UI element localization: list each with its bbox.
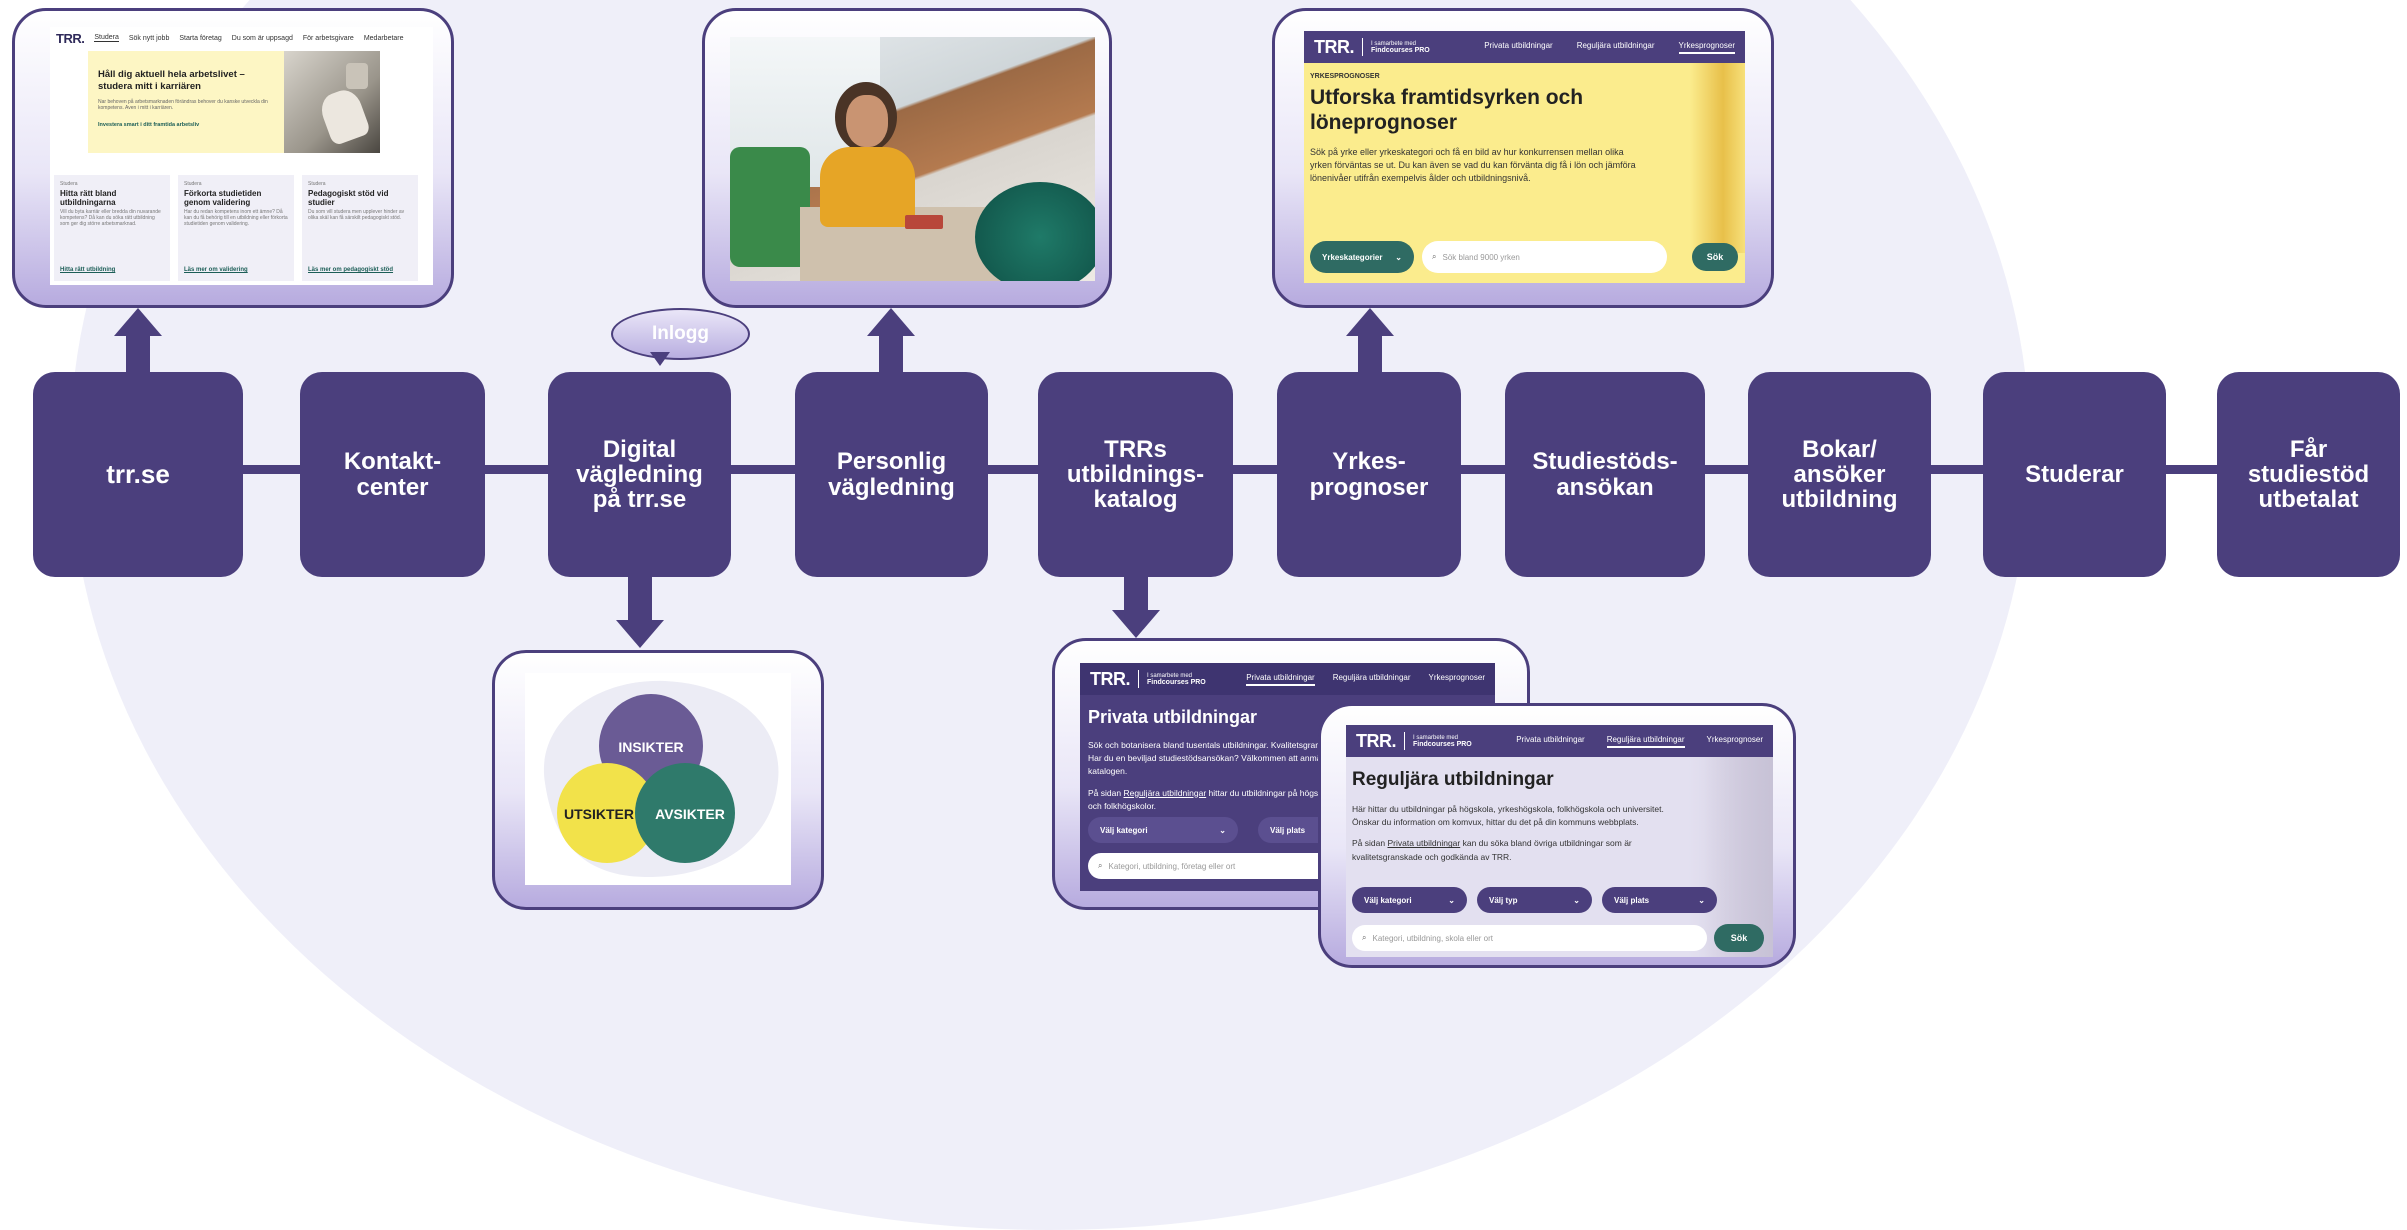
guidance-photo: [730, 37, 1095, 281]
privata-title: Privata utbildningar: [1088, 707, 1258, 727]
venn-label-top: INSIKTER: [618, 739, 683, 755]
hero-box: Håll dig aktuell hela arbetslivet – stud…: [88, 51, 284, 153]
step-studerar: Studerar: [1983, 372, 2166, 577]
arrow-down-katalog: [1112, 574, 1160, 638]
step-yrkesprognoser: Yrkes- prognoser: [1277, 372, 1461, 577]
trr-card: Studera Pedagogiskt stöd vid studier Du …: [302, 175, 418, 281]
yrke-screenshot: TRR. I samarbete med Findcourses PRO Pri…: [1304, 31, 1745, 283]
nav-item-active[interactable]: Yrkesprognoser: [1678, 41, 1735, 54]
hero-link: Investera smart i ditt framtida arbetsli…: [98, 121, 200, 128]
step-trr-se: trr.se: [33, 372, 243, 577]
reguljara-link[interactable]: Reguljära utbildningar: [1123, 787, 1207, 798]
yrke-logo: TRR.: [1314, 36, 1355, 57]
step-kontaktcenter: Kontakt- center: [300, 372, 485, 577]
trr-card: Studera Förkorta studietiden genom valid…: [178, 175, 294, 281]
trr-site-screenshot: TRR. Studera Sök nytt jobb Starta företa…: [50, 27, 433, 285]
reguljara-text: Här hittar du utbildningar på högskola, …: [1352, 804, 1664, 862]
arrow-down-digital: [616, 574, 664, 648]
step-studiestodsansokan: Studiestöds- ansökan: [1505, 372, 1705, 577]
nav-item[interactable]: Yrkesprognoser: [1706, 734, 1763, 744]
venn-label-right: AVSIKTER: [655, 806, 725, 822]
yrke-search-input[interactable]: ⌕ Sök bland 9000 yrken: [1422, 241, 1667, 273]
step-utbildningskatalog: TRRs utbildnings- katalog: [1038, 372, 1233, 577]
reguljara-search-button[interactable]: Sök: [1714, 924, 1764, 952]
privata-text: Sök och botanisera bland tusentals utbil…: [1088, 740, 1336, 811]
nav-item: Sök nytt jobb: [128, 34, 170, 42]
privata-link[interactable]: Privata utbildningar: [1387, 838, 1461, 849]
yrkeskategorier-select[interactable]: Yrkeskategorier⌄: [1310, 241, 1414, 273]
reguljara-title: Reguljära utbildningar: [1352, 769, 1554, 790]
arrow-up-trr: [114, 308, 162, 378]
card-link[interactable]: Läs mer om pedagogiskt stöd: [308, 267, 394, 273]
step-bokar-ansoker: Bokar/ ansöker utbildning: [1748, 372, 1931, 577]
frame-personlig-photo: [702, 8, 1112, 308]
hero-text: Nar behoven på arbetsmarknaden förändras…: [98, 98, 268, 112]
yrke-title: Utforska framtidsyrken och löneprognoser: [1310, 86, 1584, 135]
sparkle-decoration: [1690, 63, 1745, 253]
inlogg-bubble: Inlogg: [611, 308, 750, 360]
yrke-kicker: YRKESPROGNOSER: [1310, 73, 1380, 80]
hero-title: Håll dig aktuell hela arbetslivet – stud…: [98, 69, 245, 92]
privata-category-select[interactable]: Välj kategori⌄: [1088, 817, 1238, 843]
search-icon: ⌕: [1432, 252, 1437, 261]
search-icon: ⌕: [1098, 861, 1103, 870]
step-far-studiestod: Får studiestöd utbetalat: [2217, 372, 2400, 577]
trr-logo: TRR.: [56, 30, 85, 46]
nav-item-active[interactable]: Privata utbildningar: [1246, 673, 1315, 686]
venn-image: INSIKTER UTSIKTER AVSIKTER: [525, 673, 791, 885]
reguljara-category-select[interactable]: Välj kategori⌄: [1352, 887, 1467, 913]
frame-reguljara: TRR. I samarbete med Findcourses PRO Pri…: [1318, 703, 1796, 968]
nav-item[interactable]: Privata utbildningar: [1484, 40, 1553, 50]
nav-item: Du som är uppsagd: [231, 34, 293, 42]
trr-site-nav: TRR. Studera Sök nytt jobb Starta företa…: [50, 27, 433, 49]
background-photo-fade: [1703, 757, 1773, 957]
nav-item: Starta företag: [179, 34, 222, 42]
yrke-search-button[interactable]: Sök: [1692, 243, 1738, 271]
nav-item: För arbetsgivare: [302, 34, 354, 42]
nav-item[interactable]: Reguljära utbildningar: [1332, 672, 1411, 682]
nav-item[interactable]: Yrkesprognoser: [1428, 672, 1485, 682]
chevron-down-icon: ⌄: [1448, 895, 1455, 905]
yrke-nav: TRR. I samarbete med Findcourses PRO Pri…: [1304, 31, 1745, 63]
reguljara-search-input[interactable]: ⌕ Kategori, utbildning, skola eller ort: [1352, 925, 1707, 951]
step-digital-vagledning: Digital vägledning på trr.se: [548, 372, 731, 577]
nav-item[interactable]: Privata utbildningar: [1516, 734, 1585, 744]
venn-label-left: UTSIKTER: [564, 806, 634, 822]
yrke-text: Sök på yrke eller yrkeskategori och få e…: [1310, 147, 1636, 184]
nav-item: Studera: [94, 34, 119, 42]
hero-photo: [284, 51, 380, 153]
nav-item-active[interactable]: Reguljära utbildningar: [1606, 735, 1685, 748]
step-personlig-vagledning: Personlig vägledning: [795, 372, 988, 577]
frame-venn: INSIKTER UTSIKTER AVSIKTER: [492, 650, 824, 910]
card-link[interactable]: Läs mer om validering: [184, 267, 248, 273]
venn-diagram: INSIKTER UTSIKTER AVSIKTER: [543, 680, 779, 878]
chevron-down-icon: ⌄: [1395, 252, 1402, 262]
arrow-up-personlig: [867, 308, 915, 378]
reguljara-screenshot: TRR. I samarbete med Findcourses PRO Pri…: [1346, 725, 1773, 957]
frame-trr-site: TRR. Studera Sök nytt jobb Starta företa…: [12, 8, 454, 308]
inlogg-bubble-tail: [650, 352, 670, 366]
reguljara-place-select[interactable]: Välj plats⌄: [1602, 887, 1717, 913]
trr-card: Studera Hitta rätt bland utbildningarna …: [54, 175, 170, 281]
reguljara-type-select[interactable]: Välj typ⌄: [1477, 887, 1592, 913]
chevron-down-icon: ⌄: [1698, 895, 1705, 905]
arrow-up-yrke: [1346, 308, 1394, 378]
frame-yrkesprognoser: TRR. I samarbete med Findcourses PRO Pri…: [1272, 8, 1774, 308]
chevron-down-icon: ⌄: [1219, 825, 1226, 835]
chevron-down-icon: ⌄: [1573, 895, 1580, 905]
card-link[interactable]: Hitta rätt utbildning: [60, 267, 116, 273]
nav-item[interactable]: Reguljära utbildningar: [1576, 40, 1655, 50]
nav-item: Medarbetare: [363, 34, 404, 42]
search-icon: ⌕: [1362, 933, 1367, 942]
